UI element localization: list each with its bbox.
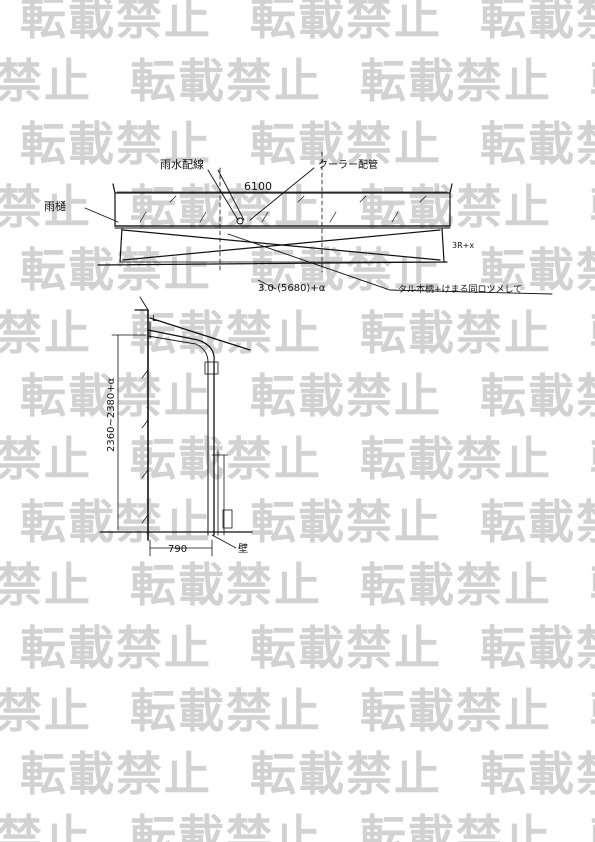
watermark-text: 転載禁止: [360, 432, 552, 486]
watermark-text: 転載禁止: [480, 117, 595, 171]
dim-depth: 790: [168, 544, 187, 555]
watermark-text: 転載禁止: [360, 684, 552, 738]
watermark-text: 転載禁止: [0, 684, 92, 738]
watermark-text: 転載禁止: [20, 243, 212, 297]
watermark-text: 転載禁止: [360, 306, 552, 360]
label-gutter: 雨樋: [44, 199, 66, 213]
watermark-text: 転載禁止: [480, 747, 595, 801]
label-wall: 壁: [238, 542, 248, 555]
note-text: タル本柄+けまる同ロツメして: [398, 283, 522, 295]
dim-right: 3R+x: [452, 241, 474, 250]
watermark-text: 転載禁止: [20, 0, 212, 45]
watermark-text: 転載禁止: [360, 180, 552, 234]
watermark-text: 転載禁止: [250, 117, 442, 171]
watermark-text: 転載禁止: [0, 810, 92, 842]
right-post: [441, 227, 445, 263]
watermark-text: 転載禁止: [130, 558, 322, 612]
watermark-text: 転載禁止: [590, 675, 595, 741]
watermark-text: 転載禁止: [360, 558, 552, 612]
watermark-text: 転載禁止: [250, 243, 442, 297]
watermark-text: 転載禁止: [480, 243, 595, 297]
roof-panel: [114, 192, 451, 227]
watermark-text: 転載禁止: [130, 810, 322, 842]
house-roof: [149, 317, 251, 351]
carport-roof: [147, 329, 215, 363]
corner-mark: L: [152, 314, 157, 324]
watermark-text: 転載禁止: [590, 171, 595, 237]
watermark-text: 転載禁止: [20, 747, 212, 801]
left-post: [119, 227, 123, 263]
watermark-text: 転載禁止: [590, 549, 595, 615]
watermark-text: 転載禁止: [590, 423, 595, 489]
watermark-text: 転載禁止: [20, 621, 212, 675]
watermark-text: 転載禁止: [0, 432, 92, 486]
watermark-text: 転載禁止: [480, 495, 595, 549]
roof-elevation: [84, 151, 553, 295]
watermark-text: 転載禁止: [130, 54, 322, 108]
watermark-text: 転載禁止: [590, 297, 595, 363]
brace-2: [122, 229, 441, 261]
watermark-text: 転載禁止: [0, 54, 92, 108]
watermark-text: 転載禁止: [590, 45, 595, 111]
watermark-text: 転載禁止: [250, 369, 442, 423]
watermark-text: 転載禁止: [480, 0, 595, 45]
watermark-text: 転載禁止: [20, 369, 212, 423]
dim-height: 2360~2380+α: [106, 377, 117, 452]
label-upper-pipe: 雨水配線: [160, 157, 204, 171]
ground-line: [97, 261, 448, 266]
watermark-text: 転載禁止: [360, 54, 552, 108]
label-cooler-pipe: クーラー配管: [318, 158, 378, 171]
watermark-text: 転載禁止: [480, 369, 595, 423]
watermark-text: 転載禁止: [250, 747, 442, 801]
watermark-text: 転載禁止: [250, 621, 442, 675]
watermark-text: 転載禁止: [0, 306, 92, 360]
watermark-text: 転載禁止: [590, 801, 595, 842]
watermark-text: 転載禁止: [130, 432, 322, 486]
watermark-text: 転載禁止: [480, 621, 595, 675]
watermark-text: 転載禁止: [360, 810, 552, 842]
watermark-text: 転載禁止: [20, 117, 212, 171]
watermark-text: 転載禁止: [0, 180, 92, 234]
watermark-text: 転載禁止: [130, 684, 322, 738]
watermark-text: 転載禁止: [0, 558, 92, 612]
dim-width: 6100: [244, 180, 272, 193]
watermark-text: 転載禁止: [20, 495, 212, 549]
watermark-text: 転載禁止: [250, 495, 442, 549]
side-section: [99, 296, 253, 557]
watermark-text: 転載禁止: [250, 0, 442, 45]
dim-bottom: 3.0 (5680)+α: [258, 283, 326, 294]
